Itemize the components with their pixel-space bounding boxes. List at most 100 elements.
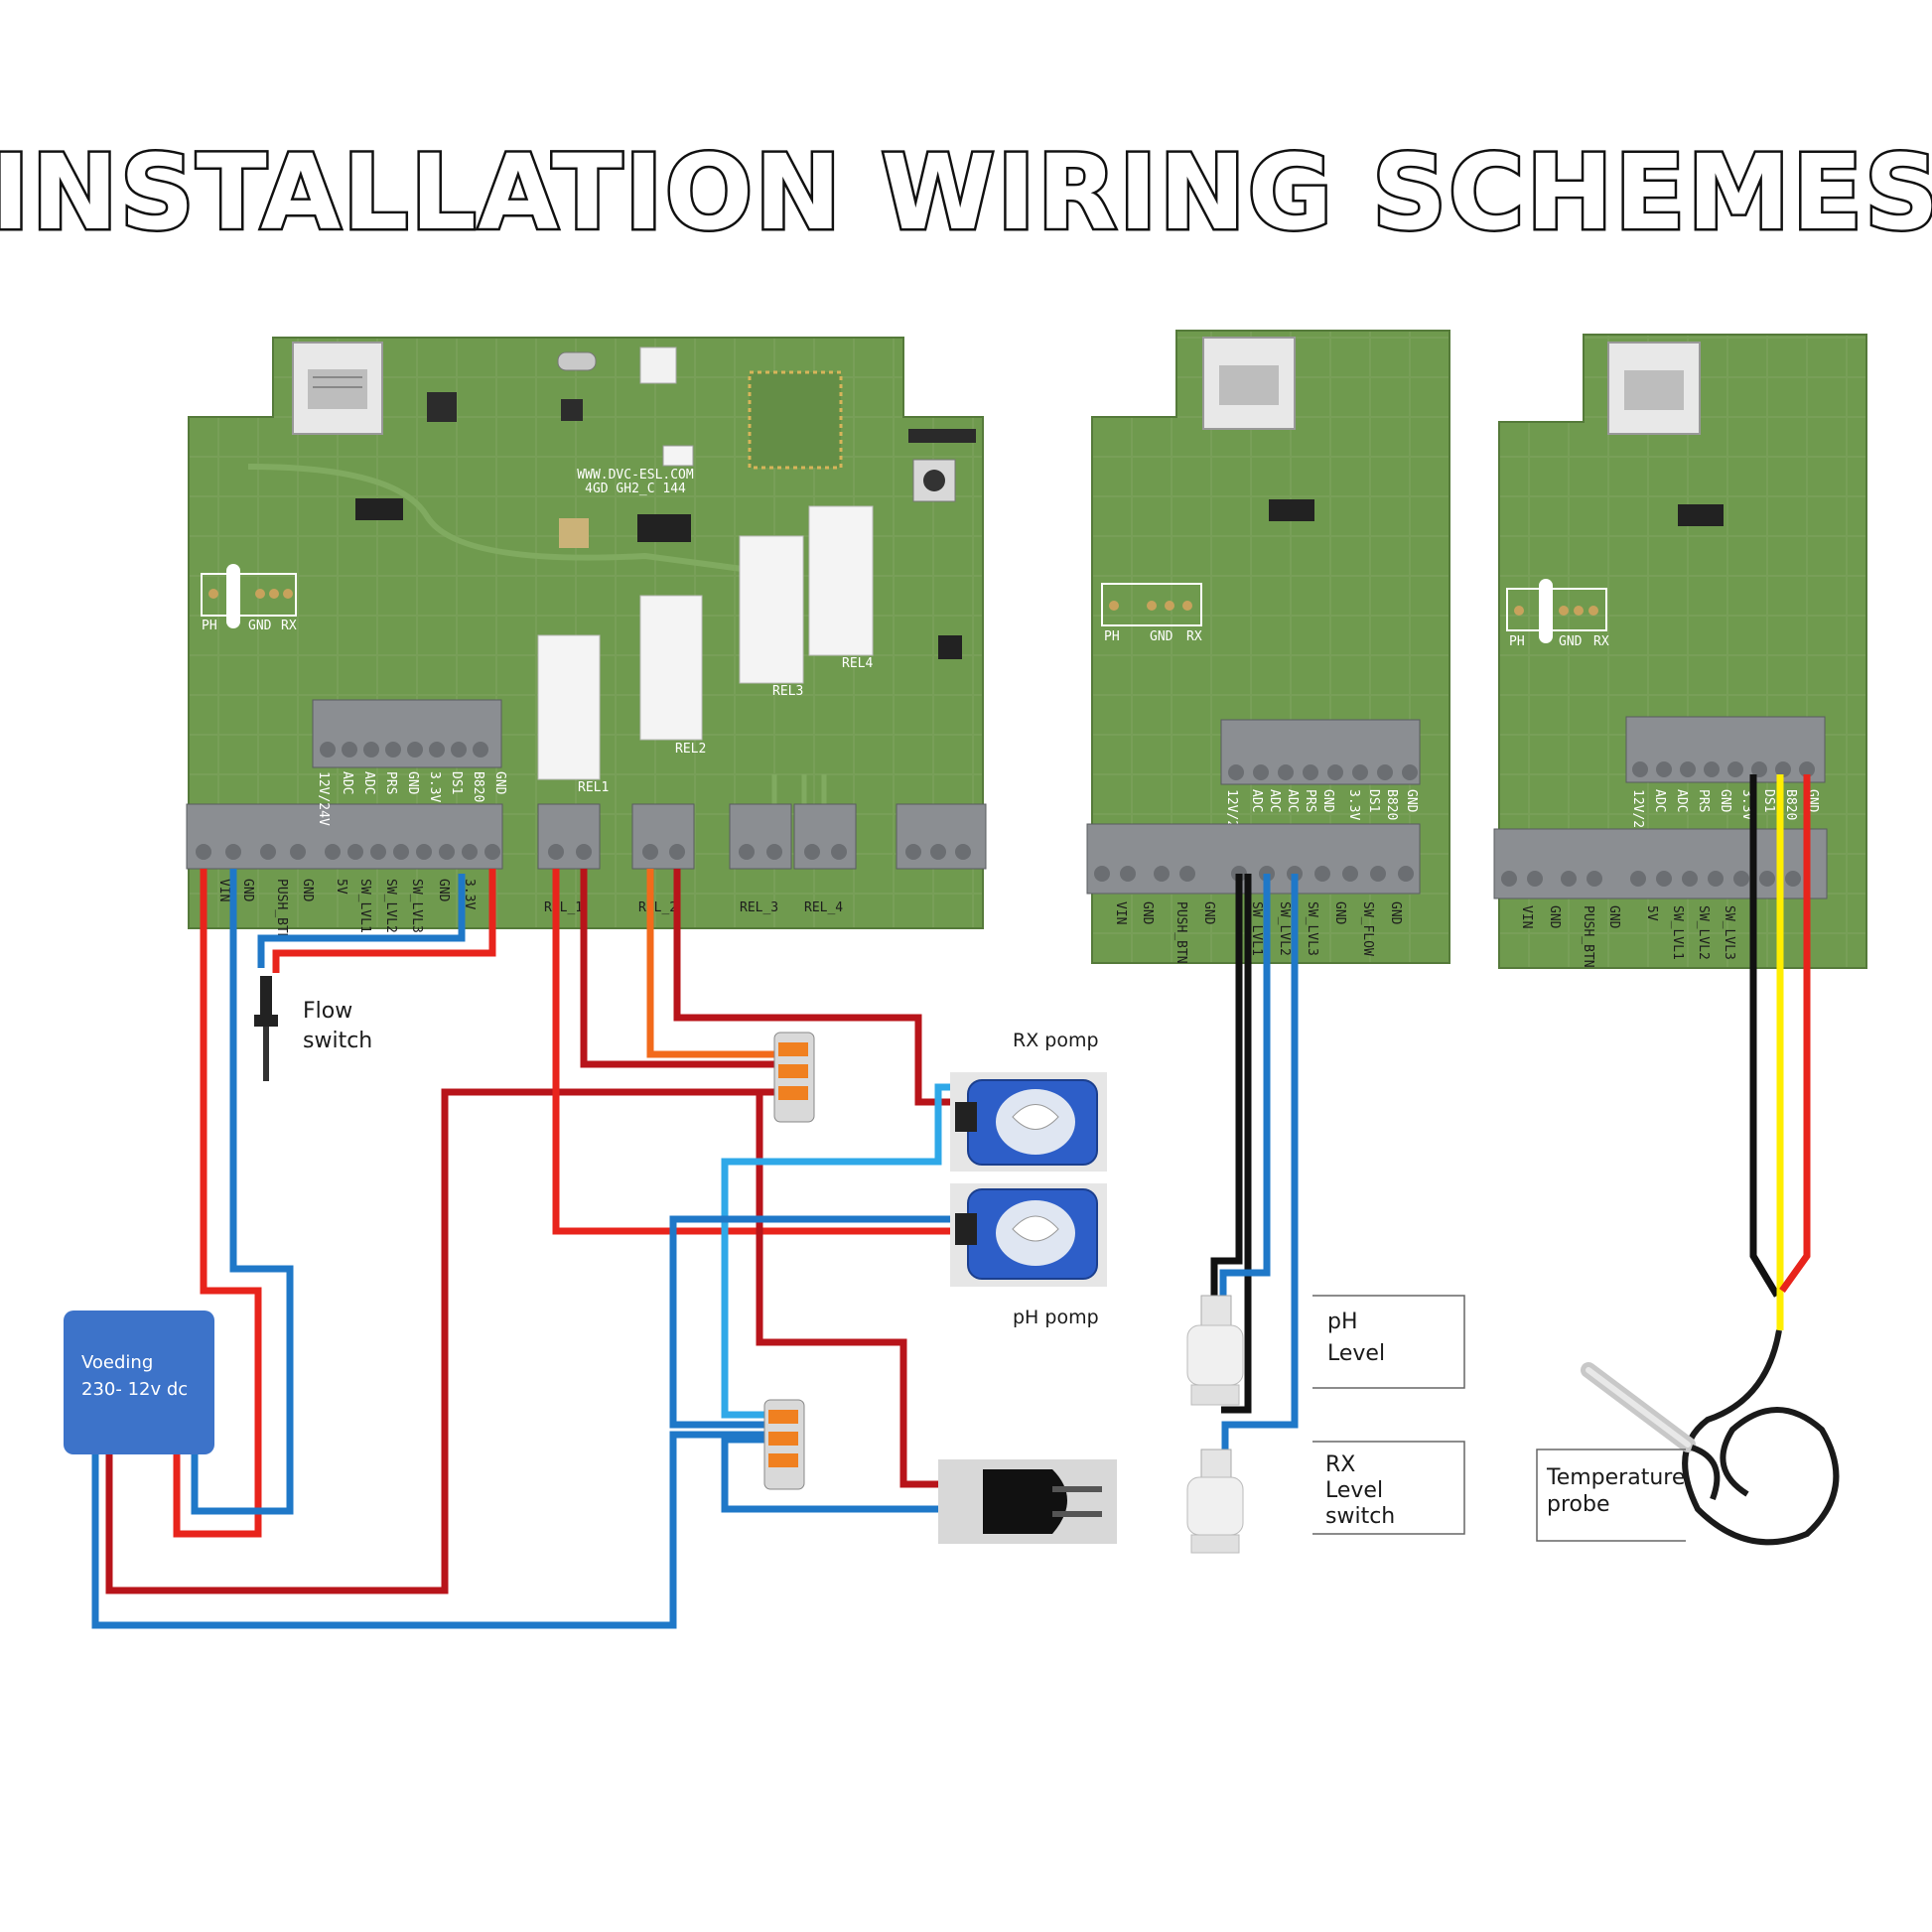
svg-text:GND: GND bbox=[1559, 634, 1583, 649]
svg-text:ADC: ADC bbox=[1652, 789, 1667, 812]
wago-connector-icon bbox=[763, 1399, 805, 1490]
svg-text:GND: GND bbox=[1332, 901, 1347, 925]
svg-text:PRS: PRS bbox=[1303, 789, 1317, 812]
svg-text:GND: GND bbox=[405, 771, 420, 795]
svg-text:ADC: ADC bbox=[1249, 789, 1264, 812]
flow-switch-label: Flow bbox=[303, 999, 352, 1024]
svg-text:3.3V: 3.3V bbox=[1346, 789, 1361, 820]
upper-terminal-block bbox=[1625, 716, 1826, 783]
rx-level-label-box: RX Level switch bbox=[1312, 1441, 1465, 1535]
psu-label: Voeding bbox=[81, 1352, 153, 1373]
bottom-terminal-block bbox=[1493, 828, 1828, 899]
svg-text:SW_FLOW: SW_FLOW bbox=[1360, 901, 1375, 956]
svg-text:ADC: ADC bbox=[1674, 789, 1689, 812]
svg-text:GND: GND bbox=[1201, 901, 1216, 925]
wires bbox=[91, 774, 1811, 1629]
svg-text:SW_LVL3: SW_LVL3 bbox=[1722, 905, 1736, 960]
svg-text:REL_4: REL_4 bbox=[804, 900, 843, 915]
relay-rel3: REL3 bbox=[739, 535, 804, 699]
svg-text:GND: GND bbox=[492, 771, 507, 795]
bottom-terminal-block bbox=[186, 803, 987, 870]
svg-text:GND: GND bbox=[1606, 905, 1621, 929]
svg-text:GND: GND bbox=[240, 879, 255, 902]
level-bottom-pin-labels: VIN GND PUSH_BTN GND SW_LVL1 SW_LVL2 SW_… bbox=[1113, 901, 1403, 964]
svg-text:ADC: ADC bbox=[340, 771, 354, 794]
rx-level-float-icon bbox=[1186, 1449, 1244, 1554]
psu-label: 230- 12v dc bbox=[81, 1379, 188, 1400]
ph-pump-label: pH pomp bbox=[1013, 1307, 1099, 1328]
relay-rel2: REL2 bbox=[639, 595, 706, 757]
svg-text:REL_1: REL_1 bbox=[544, 900, 583, 915]
svg-text:REL3: REL3 bbox=[772, 684, 803, 699]
svg-text:GND: GND bbox=[1388, 901, 1403, 925]
svg-text:SW_LVL2: SW_LVL2 bbox=[1696, 905, 1711, 960]
board-id: 4GD GH2_C 144 bbox=[585, 482, 686, 496]
rx-pump-label: RX pomp bbox=[1013, 1030, 1099, 1051]
svg-text:Level: Level bbox=[1325, 1478, 1383, 1503]
svg-text:PUSH_BTN: PUSH_BTN bbox=[1581, 905, 1595, 968]
power-supply: Voeding 230- 12v dc bbox=[64, 1311, 214, 1454]
svg-text:GND: GND bbox=[1150, 629, 1173, 644]
svg-text:PH: PH bbox=[1509, 634, 1525, 649]
svg-text:DS1: DS1 bbox=[1761, 789, 1776, 812]
ethernet-port-icon bbox=[1607, 342, 1701, 435]
svg-text:PRS: PRS bbox=[1696, 789, 1711, 812]
svg-text:GND: GND bbox=[300, 879, 315, 902]
svg-text:B820: B820 bbox=[1783, 789, 1798, 820]
main-bottom-pin-labels: VIN GND PUSH_BTN GND 5V SW_LVL1 SW_LVL2 … bbox=[216, 879, 843, 941]
svg-text:SW_LVL1: SW_LVL1 bbox=[1249, 901, 1264, 956]
ph-connector: PH GND RX bbox=[1101, 583, 1202, 644]
ph-connector: PH GND RX bbox=[1506, 579, 1609, 649]
power-plug-icon bbox=[938, 1459, 1117, 1544]
svg-text:3.3V: 3.3V bbox=[462, 879, 477, 909]
page-title: INSTALLATION WIRING SCHEMES bbox=[0, 132, 1932, 253]
ph-level-float-icon bbox=[1186, 1295, 1244, 1406]
svg-text:B820: B820 bbox=[1384, 789, 1399, 820]
svg-text:SW_LVL2: SW_LVL2 bbox=[383, 879, 398, 933]
svg-text:5V: 5V bbox=[334, 879, 348, 895]
bottom-terminal-block bbox=[1086, 823, 1421, 895]
wifi-module-icon bbox=[748, 370, 843, 470]
svg-text:pH: pH bbox=[1327, 1310, 1358, 1334]
rx-pump: RX pomp bbox=[950, 1030, 1107, 1172]
level-board: PH GND RX 12V/24V ADC ADC ADC PRS GND 3.… bbox=[1086, 330, 1450, 964]
svg-text:3.3V: 3.3V bbox=[427, 771, 442, 802]
svg-text:PUSH_BTN: PUSH_BTN bbox=[1173, 901, 1188, 964]
svg-text:DS1: DS1 bbox=[449, 771, 464, 794]
ph-level-label-box: pH Level bbox=[1312, 1295, 1465, 1389]
svg-text:VIN: VIN bbox=[216, 879, 231, 901]
svg-text:RX: RX bbox=[1593, 634, 1609, 649]
svg-text:probe: probe bbox=[1547, 1492, 1610, 1517]
svg-text:SW_LVL2: SW_LVL2 bbox=[1277, 901, 1292, 956]
ph-connector: PH GND RX bbox=[201, 564, 297, 633]
svg-text:ADC: ADC bbox=[1285, 789, 1300, 812]
upper-terminal-block bbox=[312, 699, 502, 768]
svg-text:REL1: REL1 bbox=[578, 780, 609, 795]
temperature-board: PH GND RX 12V/24V ADC ADC PRS GND 3.3V D… bbox=[1493, 334, 1867, 969]
svg-text:REL2: REL2 bbox=[675, 742, 706, 757]
svg-text:B820: B820 bbox=[471, 771, 485, 802]
relay-rel1: REL1 bbox=[537, 634, 609, 795]
svg-text:SW_LVL1: SW_LVL1 bbox=[1670, 905, 1685, 960]
svg-text:ADC: ADC bbox=[1267, 789, 1282, 812]
flow-switch: Flow switch bbox=[254, 976, 372, 1081]
svg-text:SW_LVL3: SW_LVL3 bbox=[1305, 901, 1319, 956]
svg-text:PH: PH bbox=[1104, 629, 1120, 644]
svg-text:GND: GND bbox=[1140, 901, 1155, 925]
main-board: WWW.DVC-ESL.COM 4GD GH2_C 144 PH GND RX … bbox=[186, 337, 987, 941]
svg-text:RX: RX bbox=[1325, 1452, 1355, 1477]
svg-text:PUSH_BTN: PUSH_BTN bbox=[274, 879, 289, 941]
svg-text:VIN: VIN bbox=[1519, 905, 1534, 928]
svg-text:RX: RX bbox=[1186, 629, 1202, 644]
temperature-probe-label-box: Temperature probe bbox=[1536, 1449, 1686, 1542]
svg-text:switch: switch bbox=[1325, 1504, 1395, 1529]
svg-text:REL_2: REL_2 bbox=[638, 900, 677, 915]
svg-text:GND: GND bbox=[1547, 905, 1562, 929]
svg-text:VIN: VIN bbox=[1113, 901, 1128, 924]
gnd-pin-label: GND bbox=[248, 619, 272, 633]
ethernet-port-icon bbox=[292, 342, 383, 435]
ph-pin-label: PH bbox=[202, 619, 217, 633]
svg-text:DS1: DS1 bbox=[1366, 789, 1381, 812]
svg-text:12V/24V: 12V/24V bbox=[316, 771, 331, 826]
svg-text:PRS: PRS bbox=[383, 771, 398, 794]
